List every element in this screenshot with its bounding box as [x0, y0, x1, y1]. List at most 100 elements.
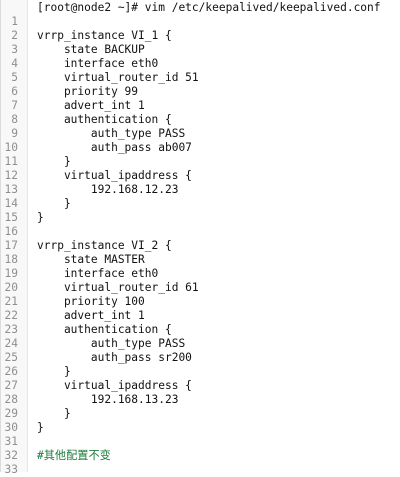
code-text: vrrp_instance VI_1 { [37, 29, 172, 42]
code-line: 6 priority 99 [1, 85, 400, 99]
code-line: 13 192.168.12.23 [1, 183, 400, 197]
line-number: 16 [4, 225, 18, 238]
line-number: 30 [4, 421, 18, 434]
line-number: 33 [4, 463, 18, 476]
line-number: 6 [11, 85, 18, 98]
code-text: } [37, 421, 44, 434]
line-number: 15 [4, 211, 18, 224]
code-line: 33 [1, 463, 400, 477]
code-text: 192.168.12.23 [37, 183, 179, 196]
code-line: 14 } [1, 197, 400, 211]
code-line: 27 virtual_ipaddress { [1, 379, 400, 393]
code-line: 28 192.168.13.23 [1, 393, 400, 407]
code-text: auth_pass ab007 [37, 141, 192, 154]
code-line: [root@node2 ~]# vim /etc/keepalived/keep… [1, 1, 400, 15]
line-number: 13 [4, 183, 18, 196]
line-number: 3 [11, 43, 18, 56]
code-line: 23 authentication { [1, 323, 400, 337]
code-text: virtual_router_id 61 [37, 281, 199, 294]
code-text: authentication { [37, 323, 172, 336]
code-text: interface eth0 [37, 57, 159, 70]
code-text: } [37, 407, 71, 420]
line-number: 18 [4, 253, 18, 266]
line-number: 12 [4, 169, 18, 182]
line-number: 11 [4, 155, 18, 168]
code-text: vrrp_instance VI_2 { [37, 239, 172, 252]
line-number: 14 [4, 197, 18, 210]
code-text: } [37, 197, 71, 210]
code-text: priority 100 [37, 295, 145, 308]
line-number: 17 [4, 239, 18, 252]
code-area [28, 0, 400, 472]
line-number: 4 [11, 57, 18, 70]
line-number: 2 [11, 29, 18, 42]
shell-command: [root@node2 ~]# vim /etc/keepalived/keep… [37, 1, 381, 14]
code-text: virtual_ipaddress { [37, 379, 192, 392]
line-number: 19 [4, 267, 18, 280]
code-line: 30} [1, 421, 400, 435]
line-number: 22 [4, 309, 18, 322]
code-text: auth_type PASS [37, 127, 186, 140]
line-number: 27 [4, 379, 18, 392]
line-number: 1 [11, 15, 18, 28]
code-text: } [37, 365, 71, 378]
line-number: 7 [11, 99, 18, 112]
code-line: 2 vrrp_instance VI_1 { [1, 29, 400, 43]
line-number: 24 [4, 337, 18, 350]
code-line: 32 #其他配置不变 [1, 449, 400, 463]
code-line: 19 interface eth0 [1, 267, 400, 281]
code-text: } [37, 155, 71, 168]
code-line: 4 interface eth0 [1, 57, 400, 71]
code-line: 29 } [1, 407, 400, 421]
code-line: 10 auth_pass ab007 [1, 141, 400, 155]
line-number: 10 [4, 141, 18, 154]
code-text: auth_type PASS [37, 337, 186, 350]
code-text: auth_pass sr200 [37, 351, 192, 364]
code-text: } [37, 211, 44, 224]
code-text: 192.168.13.23 [37, 393, 179, 406]
line-number: 29 [4, 407, 18, 420]
code-text: priority 99 [37, 85, 139, 98]
code-text: authentication { [37, 113, 172, 126]
code-line: 12 virtual_ipaddress { [1, 169, 400, 183]
line-number: 23 [4, 323, 18, 336]
line-number: 26 [4, 365, 18, 378]
code-line: 17 vrrp_instance VI_2 { [1, 239, 400, 253]
code-line: 21 priority 100 [1, 295, 400, 309]
line-number: 8 [11, 113, 18, 126]
line-number-gutter [1, 0, 28, 472]
code-line: 7 advert_int 1 [1, 99, 400, 113]
code-text: state BACKUP [37, 43, 145, 56]
code-text: interface eth0 [37, 267, 159, 280]
code-line: 3 state BACKUP [1, 43, 400, 57]
line-number: 5 [11, 71, 18, 84]
line-number: 20 [4, 281, 18, 294]
code-line: 8 authentication { [1, 113, 400, 127]
code-line: 18 state MASTER [1, 253, 400, 267]
line-number: 31 [4, 435, 18, 448]
code-text: virtual_ipaddress { [37, 169, 192, 182]
code-line: 16 [1, 225, 400, 239]
code-line: 22 advert_int 1 [1, 309, 400, 323]
code-line: 1 [1, 15, 400, 29]
code-line: 20 virtual_router_id 61 [1, 281, 400, 295]
line-number [1, 1, 18, 15]
line-number: 9 [11, 127, 18, 140]
code-line: 25 auth_pass sr200 [1, 351, 400, 365]
line-number: 25 [4, 351, 18, 364]
code-line: 31 [1, 435, 400, 449]
line-number: 21 [4, 295, 18, 308]
code-line: 26 } [1, 365, 400, 379]
code-line: 11 } [1, 155, 400, 169]
line-number: 28 [4, 393, 18, 406]
code-line: 15} [1, 211, 400, 225]
line-number: 32 [4, 449, 18, 462]
code-line: 24 auth_type PASS [1, 337, 400, 351]
code-line: 9 auth_type PASS [1, 127, 400, 141]
code-text: state MASTER [37, 253, 145, 266]
code-text: virtual_router_id 51 [37, 71, 199, 84]
code-text: advert_int 1 [37, 309, 145, 322]
code-line: 5 virtual_router_id 51 [1, 71, 400, 85]
code-comment: #其他配置不变 [37, 449, 111, 462]
